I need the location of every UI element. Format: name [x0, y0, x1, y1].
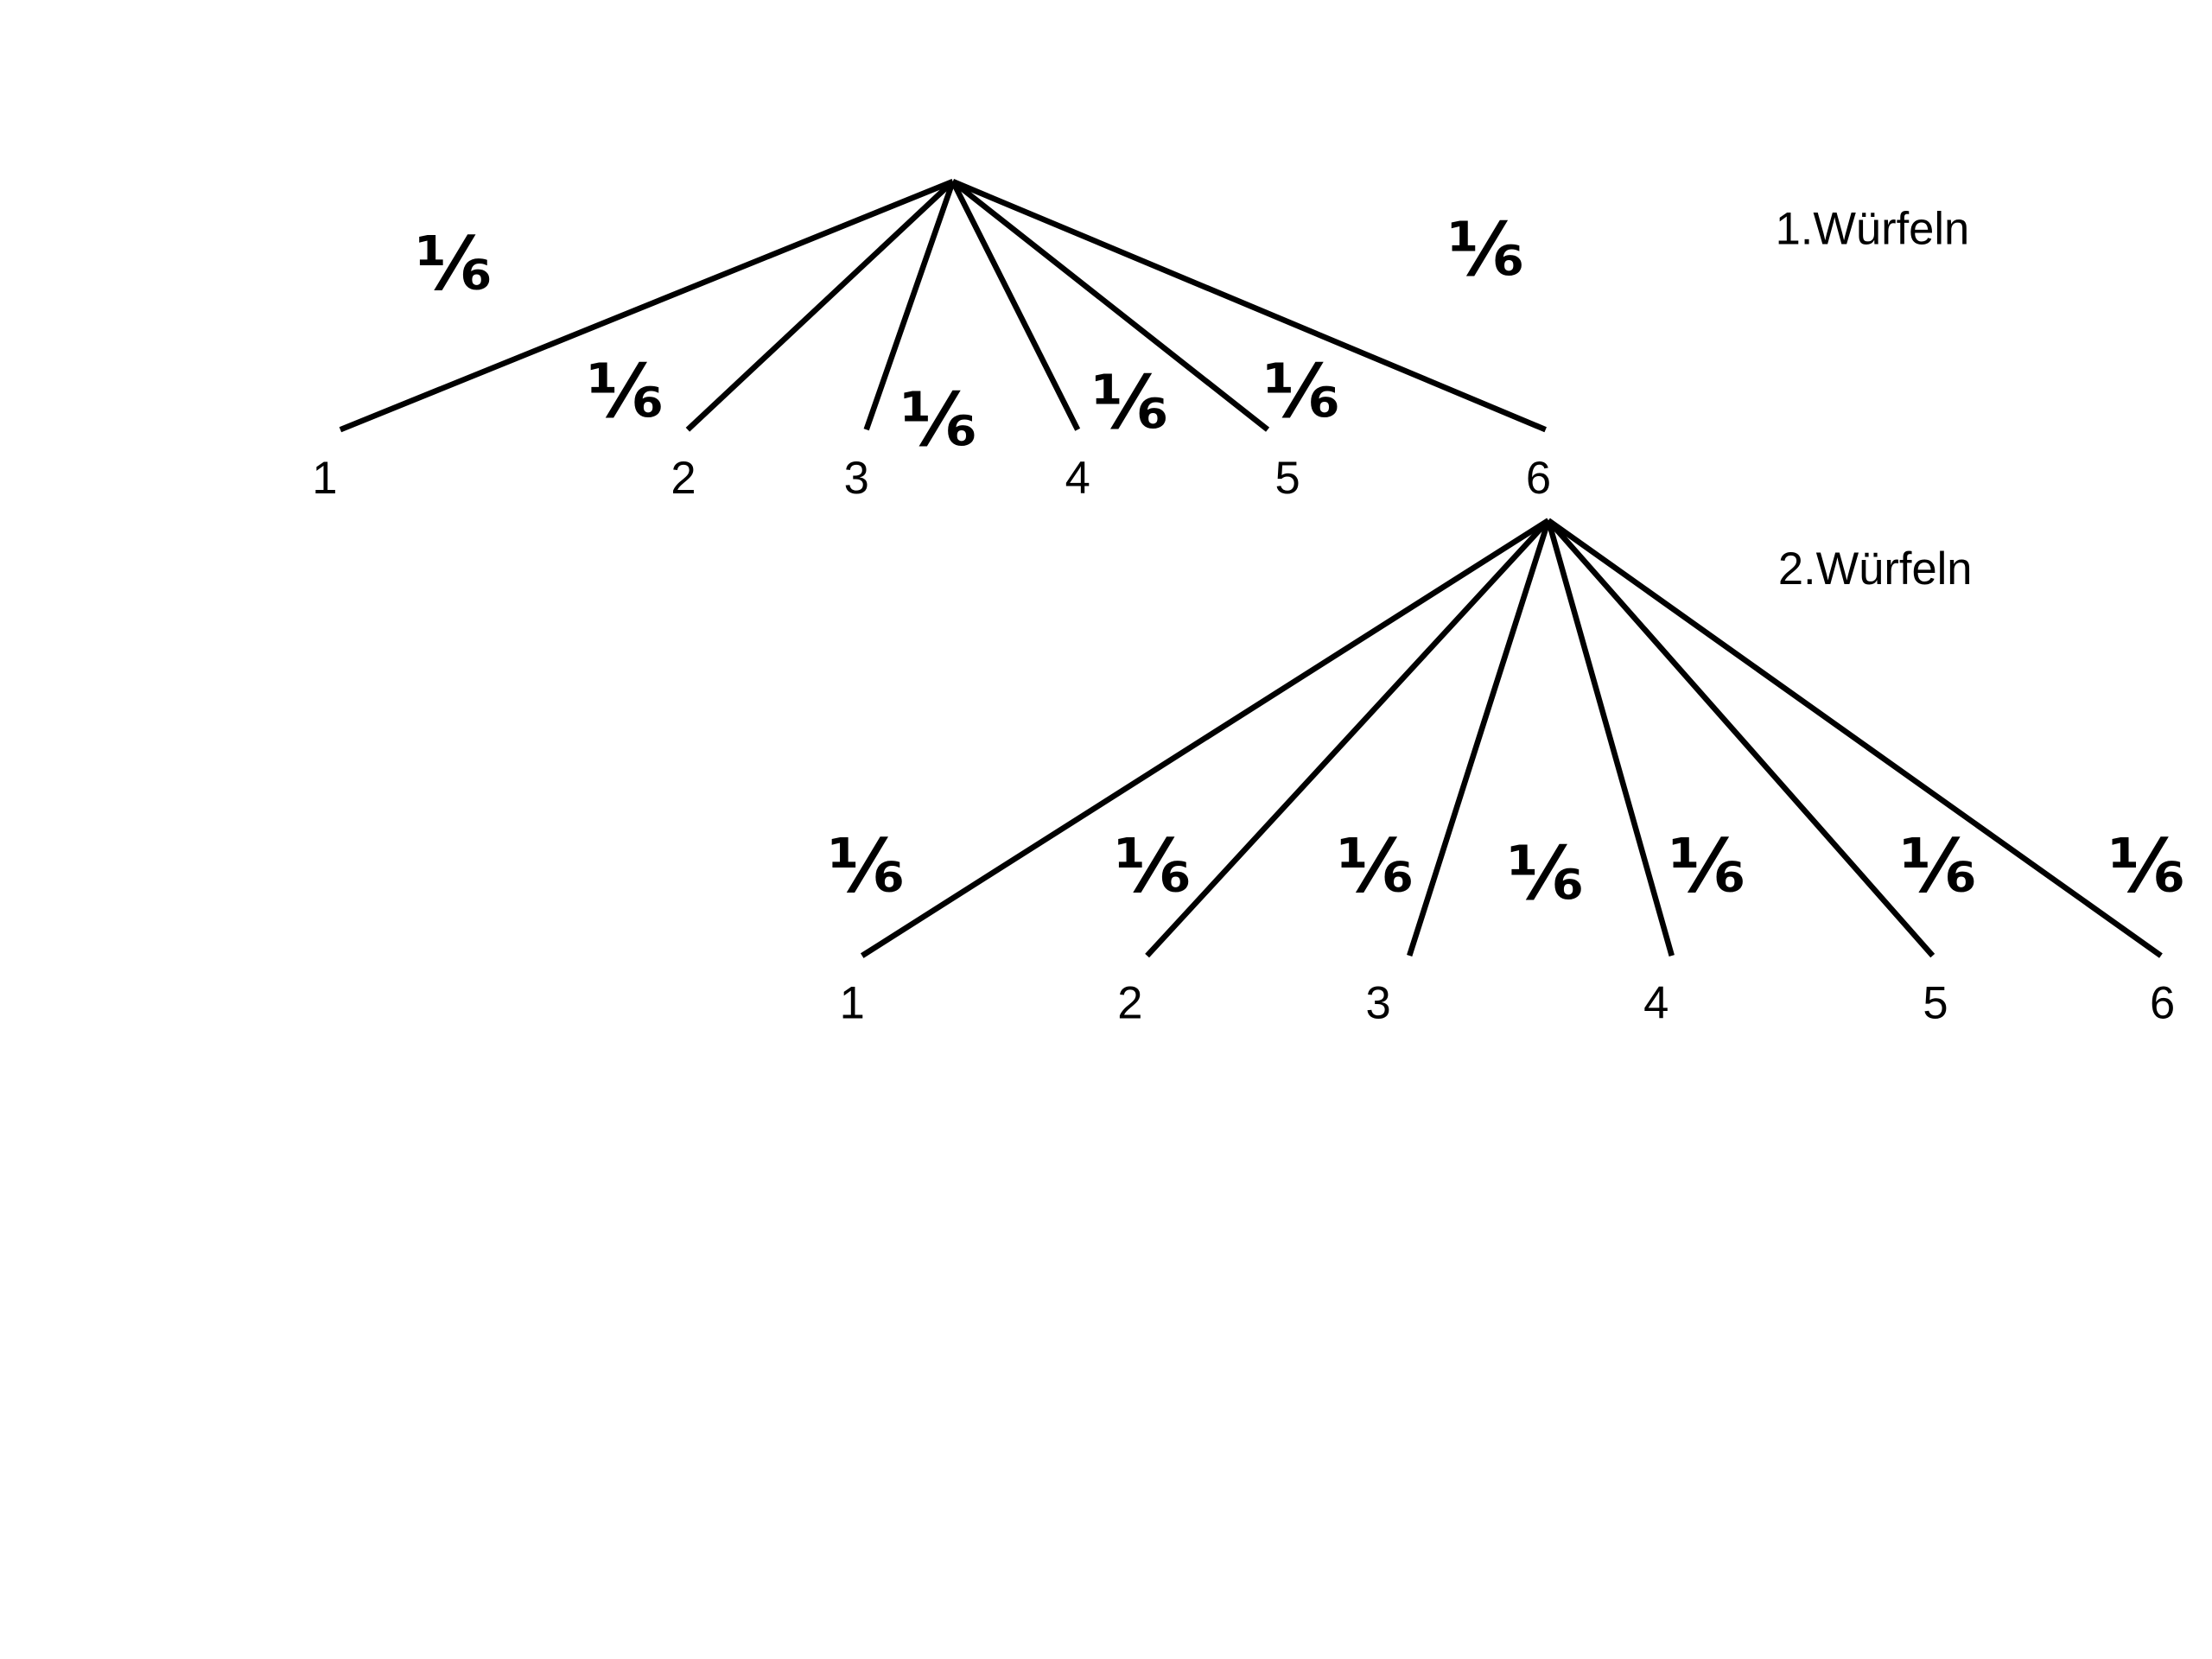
- stage-label-second: 2.Würfeln: [1778, 543, 1973, 594]
- edge-6: [1547, 518, 2163, 958]
- probability-label: ⅙: [1448, 207, 1524, 293]
- probability-label: ⅙: [900, 378, 976, 463]
- leaf-label: 2: [1117, 977, 1142, 1028]
- probability-label: ⅙: [1115, 824, 1191, 910]
- edge-1: [860, 518, 1550, 958]
- probability-label: ⅙: [1338, 824, 1414, 910]
- edge-2: [685, 179, 956, 432]
- leaf-label: 6: [2150, 977, 2175, 1028]
- leaf-label: 4: [1643, 977, 1669, 1028]
- probability-label: ⅙: [1263, 349, 1339, 435]
- leaf-label: 3: [844, 453, 869, 504]
- stage-label-first: 1.Würfeln: [1776, 203, 1970, 254]
- tree-first-roll: 1 2 3 4 5 6 ⅙ ⅙ ⅙ ⅙ ⅙ ⅙ 1.Würfeln: [312, 179, 1970, 504]
- probability-label: ⅙: [829, 824, 905, 910]
- leaf-label: 2: [671, 453, 696, 504]
- probability-label: ⅙: [1900, 824, 1976, 910]
- probability-label: ⅙: [416, 222, 492, 308]
- leaf-label: 4: [1065, 453, 1090, 504]
- leaf-label: 5: [1274, 453, 1300, 504]
- leaf-label: 6: [1526, 453, 1551, 504]
- leaf-label: 1: [312, 453, 337, 504]
- probability-label: ⅙: [2108, 824, 2184, 910]
- probability-label: ⅙: [1669, 824, 1745, 910]
- edge-2: [1145, 518, 1551, 958]
- edge-5: [1546, 518, 1936, 958]
- probability-label: ⅙: [588, 349, 664, 435]
- probability-label: ⅙: [1092, 361, 1168, 447]
- edge-6: [951, 179, 1547, 433]
- edge-1: [339, 179, 955, 433]
- tree-second-roll: 1 2 3 4 5 6 ⅙ ⅙ ⅙ ⅙ ⅙ ⅙ ⅙ 2.Würfeln: [829, 518, 2185, 1028]
- edge-4: [1545, 519, 1675, 957]
- leaf-label: 5: [1923, 977, 1948, 1028]
- edge-3: [863, 180, 956, 431]
- edge-4: [950, 180, 1081, 431]
- edge-3: [1407, 519, 1552, 957]
- probability-label: ⅙: [1508, 831, 1584, 917]
- leaf-label: 3: [1365, 977, 1390, 1028]
- leaf-label: 1: [840, 977, 865, 1028]
- edge-5: [950, 179, 1270, 432]
